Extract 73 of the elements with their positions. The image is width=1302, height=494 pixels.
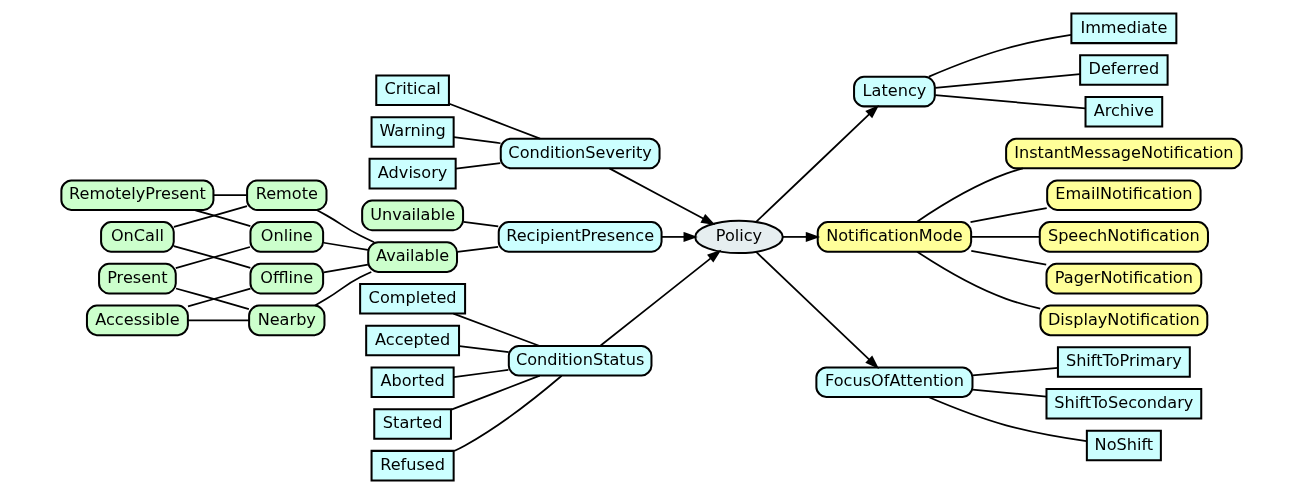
connector: [447, 102, 541, 140]
node-box: ShiftToPrimary: [1056, 346, 1191, 378]
node-box: Aborted: [370, 366, 455, 399]
connector: [969, 207, 1048, 223]
node-box: Refused: [370, 449, 455, 482]
node-box: Unvailable: [360, 199, 464, 232]
arrow: [660, 231, 698, 242]
connector: [969, 236, 1040, 238]
connector: [454, 162, 501, 170]
connector: [322, 263, 369, 274]
connector: [212, 194, 248, 197]
arrow: [781, 231, 820, 242]
node-box: Warning: [370, 116, 455, 148]
node-box: Offline: [248, 262, 324, 295]
connector: [933, 73, 1081, 89]
node-box: FocusOfAttention: [814, 366, 973, 399]
connector: [458, 345, 510, 353]
connector: [452, 312, 540, 347]
arrow: [754, 251, 879, 369]
arrow: [608, 167, 715, 226]
connector: [172, 205, 248, 228]
connector: [455, 245, 499, 253]
connector: [452, 136, 501, 145]
connector: [452, 369, 509, 378]
connector: [174, 287, 250, 311]
node-box: NoShift: [1085, 429, 1162, 462]
node-ellipse: Policy: [693, 219, 784, 255]
connector: [322, 241, 369, 251]
node-box: PagerNotification: [1045, 262, 1202, 295]
node-box: ShiftToSecondary: [1045, 387, 1202, 420]
arrow: [599, 249, 721, 347]
node-box: Accepted: [364, 324, 460, 357]
node-box: Archive: [1084, 95, 1163, 128]
connector: [969, 249, 1047, 266]
connector: [186, 319, 250, 322]
node-box: RecipientPresence: [497, 221, 663, 253]
node-box: InstantMessageNotification: [1004, 137, 1243, 170]
connector: [927, 396, 1087, 442]
connector: [452, 374, 563, 452]
node-box: Accessible: [85, 304, 189, 337]
node-box: Critical: [374, 74, 450, 107]
node-box: RemotelyPresent: [59, 179, 214, 211]
connector: [915, 167, 1024, 223]
connector: [462, 220, 499, 228]
node-box: ConditionStatus: [507, 344, 652, 377]
node-box: Available: [366, 241, 458, 273]
connector: [927, 34, 1072, 78]
node-box: Remote: [245, 179, 327, 211]
node-box: Latency: [852, 75, 936, 108]
connector: [450, 374, 541, 411]
connector: [192, 209, 251, 228]
node-box: Immediate: [1069, 12, 1177, 45]
connector: [915, 250, 1041, 310]
connector: [971, 388, 1047, 398]
connector: [186, 287, 251, 308]
node-box: SpeechNotification: [1038, 221, 1209, 253]
node-box: Nearby: [247, 304, 325, 337]
node-box: Completed: [358, 283, 466, 315]
connector: [933, 94, 1086, 110]
node-box: DisplayNotification: [1038, 304, 1208, 337]
node-box: Advisory: [368, 157, 457, 190]
arrow: [754, 104, 879, 223]
node-box: Deferred: [1078, 54, 1169, 86]
node-box: NotificationMode: [816, 221, 972, 253]
node-box: ConditionSeverity: [499, 137, 661, 170]
node-box: EmailNotification: [1045, 179, 1202, 211]
connector: [971, 366, 1059, 377]
node-box: Started: [372, 408, 452, 440]
node-box: OnCall: [99, 221, 175, 253]
node-box: Online: [248, 221, 324, 253]
connector: [315, 209, 375, 244]
connector: [313, 271, 372, 307]
node-box: Present: [97, 262, 177, 295]
